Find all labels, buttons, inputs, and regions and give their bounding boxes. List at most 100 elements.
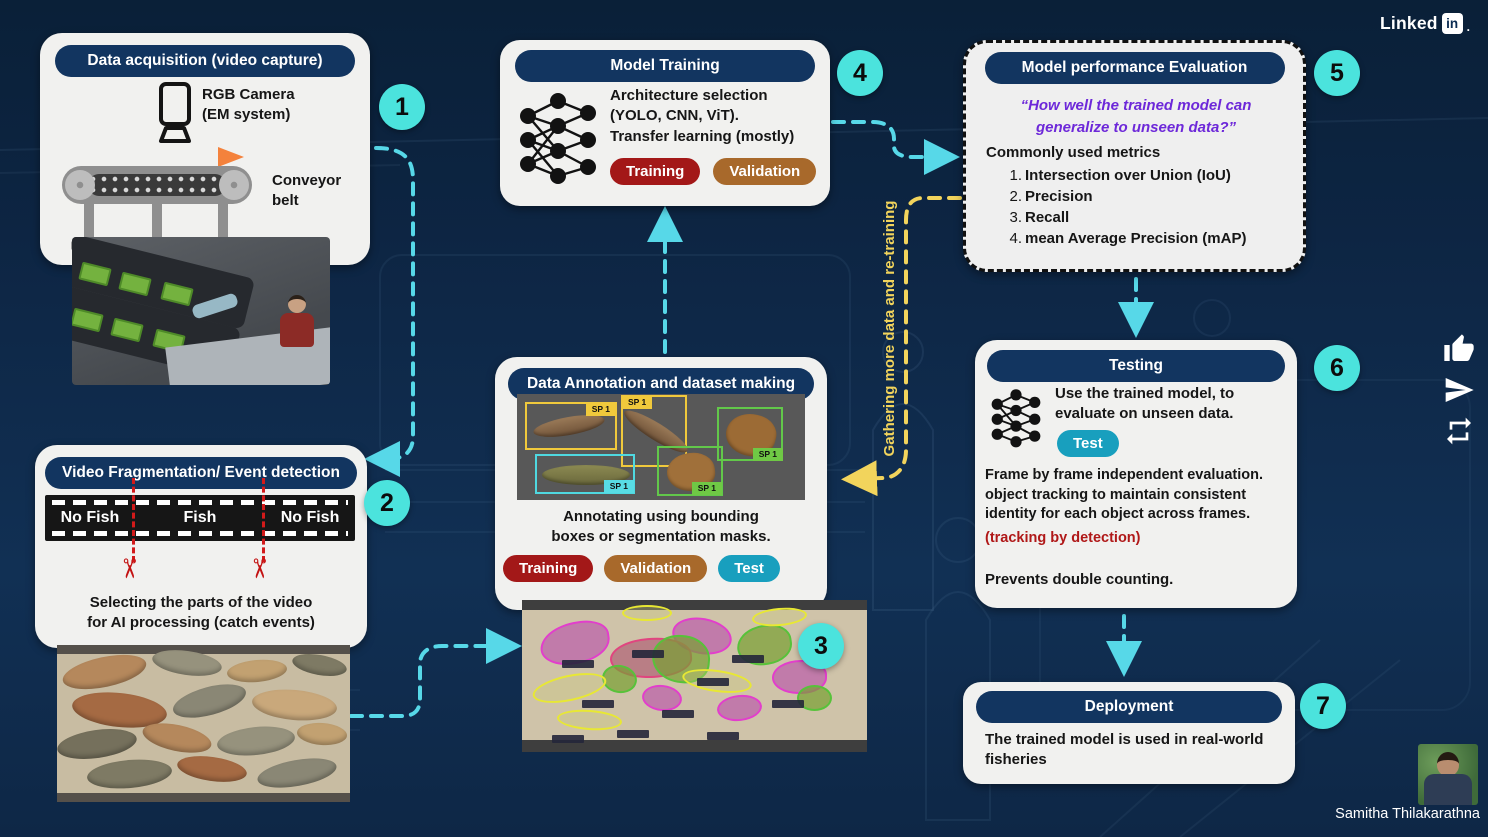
photo-edge (522, 600, 867, 610)
camera-icon (159, 82, 191, 143)
scissors-icon: ✂ (243, 557, 274, 580)
conveyor-leg (218, 204, 228, 242)
metric-number: 1. (1009, 167, 1022, 184)
detection-label-chip (617, 730, 649, 738)
segmentation-mask (556, 707, 623, 733)
step6-title: Testing (987, 350, 1285, 382)
fish-shape (226, 657, 288, 685)
step-card-model-evaluation: Model performance Evaluation “How well t… (963, 40, 1306, 272)
fish-shape (250, 686, 339, 724)
photo-edge (57, 645, 350, 654)
segmentation-mask (640, 682, 684, 714)
conveyor-leg (152, 204, 162, 242)
cut-line (262, 478, 265, 562)
metric-text: Intersection over Union (IoU) (1025, 167, 1231, 184)
metric-item: 2.Precision (1000, 186, 1246, 207)
conveyor-roller-right (219, 170, 249, 200)
metrics-list: 1.Intersection over Union (IoU) 2.Precis… (1000, 165, 1246, 249)
species-chip: SP 1 (752, 448, 783, 461)
step-card-video-fragmentation: Video Fragmentation/ Event detection No … (35, 445, 367, 648)
step-card-testing: Testing Use the trained model, to evalua… (975, 340, 1297, 608)
detection-label-chip (772, 700, 804, 708)
fish-shape (215, 723, 297, 759)
fish-shape (175, 752, 249, 786)
step5-number-badge: 5 (1314, 50, 1360, 96)
metrics-heading: Commonly used metrics (986, 144, 1161, 161)
conveyor-belt-surface (88, 174, 226, 196)
validation-pill: Validation (713, 158, 817, 185)
step2-caption: Selecting the parts of the video for AI … (87, 594, 315, 632)
direction-arrow-icon (83, 147, 244, 167)
fish-shape (140, 718, 214, 758)
cut-line (132, 478, 135, 562)
fish-shape (255, 753, 339, 793)
detection-label-chip (732, 655, 764, 663)
facility-photo (72, 237, 330, 385)
metric-number: 3. (1009, 209, 1022, 226)
step1-number-badge: 1 (379, 84, 425, 130)
step-card-model-training: Model Training Architecture selection (Y… (500, 40, 830, 206)
post-actions (1443, 333, 1475, 447)
detection-label-chip (582, 700, 614, 708)
neural-network-icon (520, 93, 596, 184)
step6-note: Prevents double counting. (985, 571, 1174, 588)
metric-text: mean Average Precision (mAP) (1025, 230, 1247, 247)
retrain-loop-label: Gathering more data and re-training (881, 200, 898, 457)
training-pill: Training (503, 555, 594, 582)
step2-number-badge: 2 (364, 480, 410, 526)
evaluation-quote: “How well the trained model can generali… (1020, 97, 1252, 136)
send-icon[interactable] (1443, 374, 1475, 406)
film-strip: No Fish Fish No Fish (45, 495, 355, 541)
fish-shape (59, 648, 150, 696)
metric-text: Precision (1025, 188, 1093, 205)
species-chip: SP 1 (603, 480, 634, 493)
detection-label-chip (707, 732, 739, 740)
bounding-box-yellow: SP 1 (525, 402, 617, 450)
scissors-icon: ✂ (113, 557, 144, 580)
film-segment-label: Fish (183, 509, 217, 526)
bounding-box-cyan: SP 1 (535, 454, 635, 494)
linkedin-logo: Linked in . (1380, 13, 1470, 34)
conveyor-belt-icon (62, 166, 252, 204)
detection-label-chip (662, 710, 694, 718)
fish-shape (85, 756, 174, 792)
detection-label-chip (552, 735, 584, 743)
test-pill: Test (1057, 430, 1119, 457)
validation-pill: Validation (604, 555, 708, 582)
step2-title: Video Fragmentation/ Event detection (45, 457, 357, 489)
segmentation-mask (622, 605, 672, 621)
annotation-sample-image: SP 1 SP 1 SP 1 SP 1 SP 1 (517, 394, 805, 500)
step6-number-badge: 6 (1314, 345, 1360, 391)
conveyor-roller-left (65, 170, 95, 200)
bounding-box-yellow: SP 1 (620, 395, 692, 467)
metric-item: 3.Recall (1000, 207, 1246, 228)
author-avatar (1418, 744, 1478, 805)
like-icon[interactable] (1443, 333, 1475, 365)
step5-title: Model performance Evaluation (984, 52, 1285, 84)
step7-number-badge: 7 (1300, 683, 1346, 729)
segmentation-mask (797, 685, 832, 711)
avatar-head (1437, 752, 1459, 776)
step7-title: Deployment (976, 691, 1282, 723)
conveyor-label: Conveyor belt (272, 172, 342, 210)
author-name: Samitha Thilakarathna (1335, 806, 1480, 822)
detection-label-chip (562, 660, 594, 668)
step6-paragraph: Frame by frame independent evaluation. o… (985, 467, 1263, 523)
species-chip: SP 1 (622, 396, 653, 409)
species-chip: SP 1 (691, 482, 722, 495)
logo-dot: . (1466, 20, 1470, 34)
step1-title: Data acquisition (video capture) (55, 45, 355, 77)
worker-body (280, 313, 314, 347)
step-card-deployment: Deployment The trained model is used in … (963, 682, 1295, 784)
fish-shape (57, 724, 139, 764)
repost-icon[interactable] (1443, 415, 1475, 447)
step6-lead: Use the trained model, to evaluate on un… (1055, 385, 1235, 423)
segmentation-mask (715, 692, 764, 724)
metric-number: 4. (1009, 230, 1022, 247)
photo-edge (522, 740, 867, 752)
camera-label: RGB Camera (EM system) (202, 86, 295, 124)
detection-label-chip (632, 650, 664, 658)
photo-edge (57, 793, 350, 802)
step3-caption: Annotating using bounding boxes or segme… (551, 508, 771, 546)
detection-label-chip (697, 678, 729, 686)
